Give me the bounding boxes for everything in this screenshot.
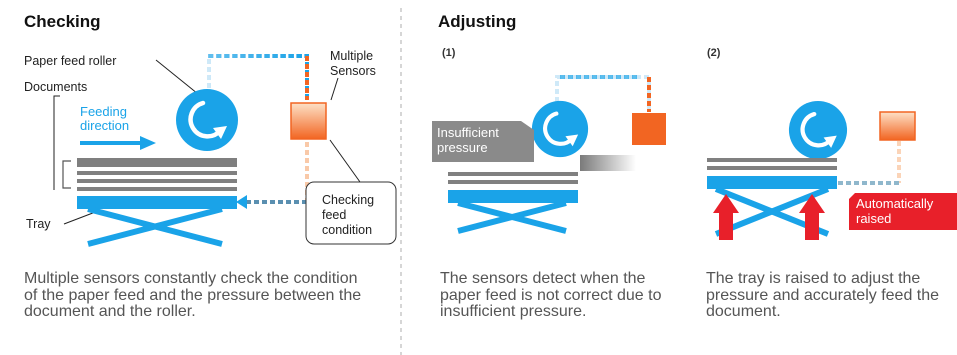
raised-label-box <box>849 193 957 230</box>
raised-label-line1: Automatically <box>856 196 934 211</box>
step1-illustration <box>432 75 666 234</box>
checking-title: Checking <box>24 12 101 31</box>
step1-caption: The sensors detect when the paper feed i… <box>440 270 662 320</box>
tray-scissor <box>87 206 223 247</box>
document-sheet <box>77 187 237 191</box>
sensors-label-line2: Sensors <box>330 64 376 78</box>
pressure-fade <box>580 155 636 171</box>
tray-plate <box>448 190 578 203</box>
checking-box-line1: Checking <box>322 193 375 207</box>
document-sheet <box>448 172 578 176</box>
raise-arrow-icon <box>713 194 739 240</box>
roller-icon <box>532 101 588 157</box>
sensor-box <box>632 113 666 145</box>
step2-illustration <box>707 101 957 240</box>
raise-arrow-icon <box>799 194 825 240</box>
pressure-pill <box>432 121 534 162</box>
document-sheet <box>77 171 237 175</box>
tray-scissor <box>714 186 830 237</box>
raised-label-line2: raised <box>856 211 892 226</box>
step1-number: (1) <box>442 47 456 59</box>
tray-plate <box>77 196 237 209</box>
documents-leader <box>53 95 60 190</box>
document-sheet <box>707 166 837 170</box>
feeding-arrowhead <box>140 136 156 150</box>
feeding-label-line1: Feeding <box>80 104 127 119</box>
document-sheet <box>448 180 578 184</box>
checking-box-line3: condition <box>322 223 373 237</box>
roller-label: Paper feed roller <box>24 54 117 68</box>
document-sheet <box>707 158 837 162</box>
roller-icon <box>176 89 238 151</box>
pressure-label-line1: Insufficient <box>437 125 499 140</box>
documents-bracket <box>62 160 71 189</box>
step2-number: (2) <box>707 47 721 59</box>
sensor-box <box>290 102 327 140</box>
feeding-label-line2: direction <box>80 118 130 133</box>
checking-box-line2: feed <box>322 208 347 222</box>
adjusting-title: Adjusting <box>438 12 517 31</box>
document-sheet <box>77 179 237 183</box>
checking-caption: Multiple sensors constantly check the co… <box>24 270 362 320</box>
tray-scissor <box>457 200 567 234</box>
sensors-label-line1: Multiple <box>330 49 374 63</box>
tray-label: Tray <box>26 217 51 231</box>
roller-icon <box>789 101 847 159</box>
checking-box <box>305 181 397 245</box>
pressure-label-line2: pressure <box>437 140 488 155</box>
documents-label: Documents <box>24 80 88 94</box>
tray-plate <box>707 176 837 189</box>
document-sheet <box>77 158 237 167</box>
sensors-leader <box>330 77 339 101</box>
sensor-box <box>879 111 916 141</box>
step2-caption: The tray is raised to adjust the pressur… <box>706 270 940 320</box>
checking-illustration <box>53 54 397 247</box>
checking-leader <box>329 139 361 183</box>
feed-check-arrowhead <box>236 195 247 209</box>
sensor-link-top <box>207 54 309 100</box>
